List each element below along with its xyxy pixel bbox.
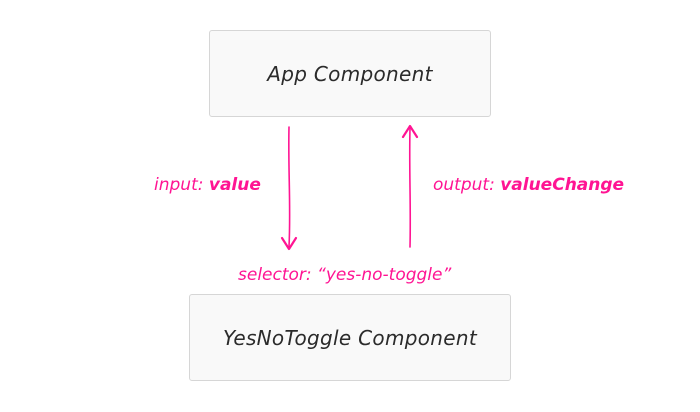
yesnotoggle-component-label: YesNoToggle Component — [223, 325, 477, 350]
output-arrow — [401, 124, 419, 248]
app-component-label: App Component — [267, 61, 433, 86]
output-arrow-line — [408, 127, 412, 248]
input-label-name: value — [208, 175, 261, 195]
input-label: input: value — [154, 175, 261, 195]
input-arrow-line — [287, 126, 291, 248]
output-label: output: valueChange — [433, 175, 624, 195]
input-arrow — [280, 126, 298, 251]
yesnotoggle-component-box: YesNoToggle Component — [189, 294, 511, 381]
selector-label: selector: “yes-no-toggle” — [238, 265, 452, 285]
input-arrow-head — [280, 236, 298, 251]
output-arrow-head — [401, 124, 419, 139]
output-label-prefix: output: — [433, 175, 501, 195]
input-label-prefix: input: — [154, 175, 209, 195]
app-component-box: App Component — [209, 30, 491, 117]
output-label-name: valueChange — [500, 175, 625, 195]
